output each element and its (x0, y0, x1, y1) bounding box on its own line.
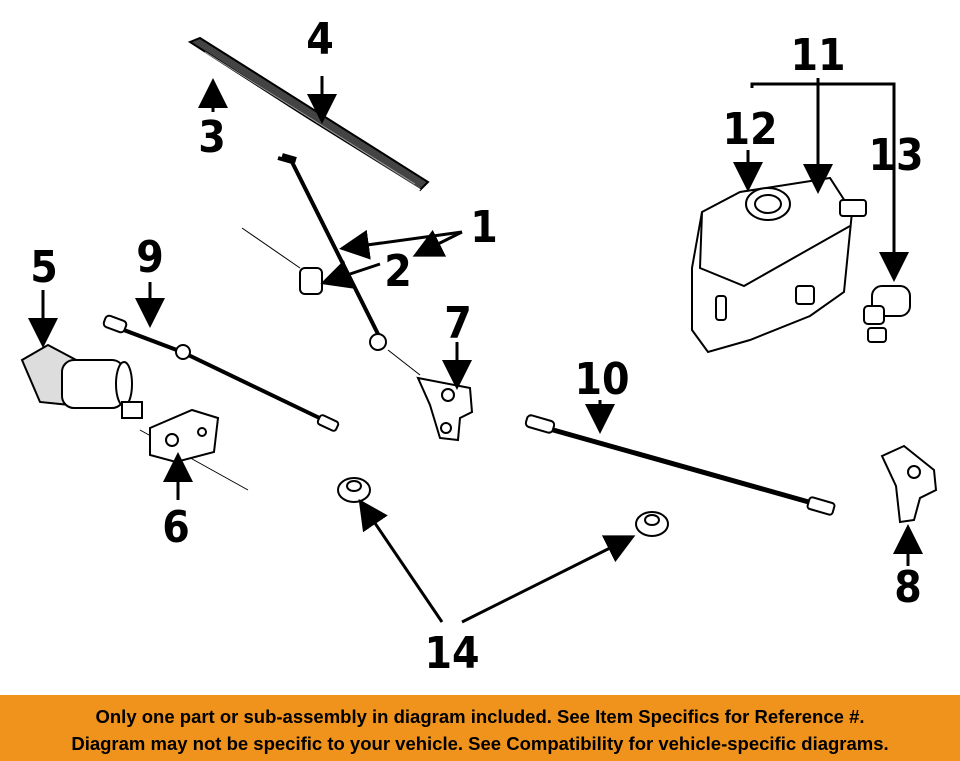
callout-4: 4 (306, 14, 334, 65)
callout-8: 8 (894, 562, 922, 613)
washer-pump (863, 285, 911, 343)
pivot-assembly (416, 376, 474, 442)
callout-3: 3 (198, 112, 226, 163)
callout-2: 2 (384, 246, 412, 297)
leader-arrows (28, 76, 923, 624)
pivot-cap (299, 267, 323, 295)
grommets (337, 477, 669, 537)
callout-13: 13 (868, 130, 923, 181)
diagram-canvas: 4 3 1 2 5 9 7 6 10 11 12 13 8 14 (20, 14, 938, 679)
callout-12: 12 (722, 104, 777, 155)
callout-9: 9 (136, 232, 164, 283)
linkage-rod-9 (102, 314, 340, 432)
callout-7: 7 (444, 298, 472, 349)
callout-6: 6 (162, 502, 190, 553)
washer-reservoir (691, 176, 867, 354)
callout-10: 10 (574, 354, 629, 405)
linkage-rod-10 (524, 414, 836, 516)
pivot-assembly-8 (880, 444, 938, 524)
disclaimer-line-2: Diagram may not be specific to your vehi… (71, 733, 889, 754)
motor-bracket (149, 408, 220, 464)
callout-1: 1 (470, 202, 498, 253)
disclaimer-banner: Only one part or sub-assembly in diagram… (0, 695, 960, 761)
callout-5: 5 (30, 242, 58, 293)
callout-11: 11 (790, 30, 845, 81)
disclaimer-line-1: Only one part or sub-assembly in diagram… (95, 706, 865, 727)
callout-14: 14 (424, 628, 479, 679)
